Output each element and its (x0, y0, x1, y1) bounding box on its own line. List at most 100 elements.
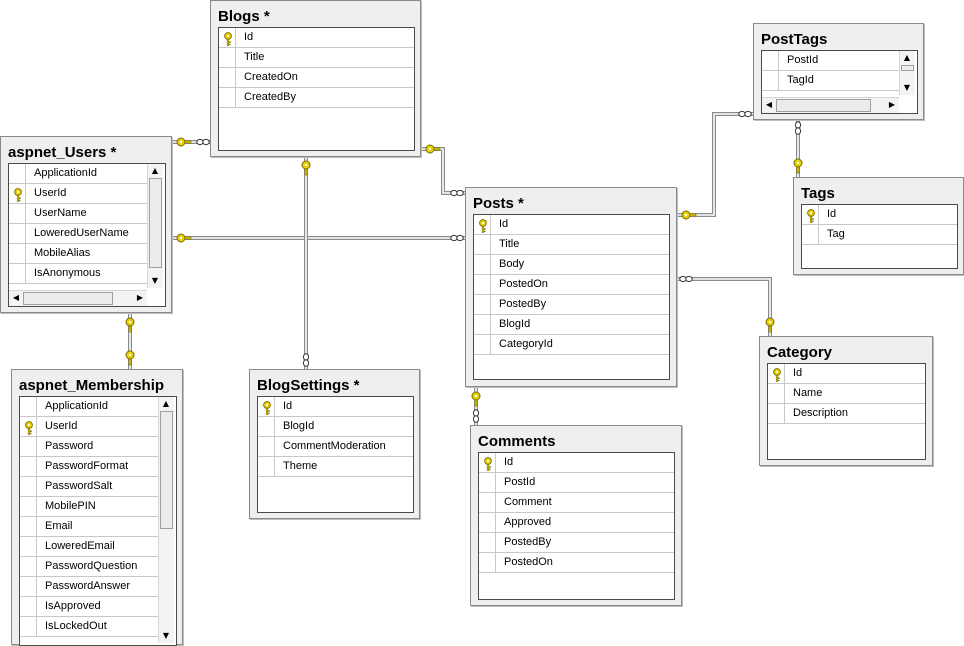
scroll-thumb[interactable] (901, 65, 914, 71)
row-selector[interactable] (762, 71, 779, 90)
column-row[interactable]: PostedOn (474, 275, 669, 295)
row-selector[interactable] (768, 404, 785, 423)
scroll-right-arrow-icon[interactable]: ▶ (888, 100, 896, 109)
row-selector[interactable] (9, 164, 26, 183)
row-selector[interactable] (20, 517, 37, 536)
column-row[interactable]: PasswordQuestion (20, 557, 160, 577)
row-selector[interactable] (9, 184, 26, 203)
column-row[interactable]: PostId (479, 473, 674, 493)
column-row[interactable]: Title (219, 48, 414, 68)
row-selector[interactable] (474, 315, 491, 334)
row-selector[interactable] (20, 617, 37, 636)
column-row[interactable]: BlogId (474, 315, 669, 335)
row-selector[interactable] (474, 235, 491, 254)
row-selector[interactable] (20, 557, 37, 576)
scroll-thumb[interactable] (23, 292, 113, 305)
column-row[interactable]: Comment (479, 493, 674, 513)
scroll-down-arrow-icon[interactable]: ▼ (162, 631, 170, 640)
column-row[interactable]: CreatedBy (219, 88, 414, 108)
column-row[interactable]: IsLockedOut (20, 617, 160, 637)
column-row[interactable]: CommentModeration (258, 437, 413, 457)
scroll-down-arrow-icon[interactable]: ▼ (151, 276, 159, 285)
row-selector[interactable] (9, 264, 26, 283)
row-selector[interactable] (474, 215, 491, 234)
row-selector[interactable] (479, 533, 496, 552)
column-row[interactable]: MobileAlias (9, 244, 149, 264)
column-row[interactable]: Id (258, 397, 413, 417)
horizontal-scrollbar[interactable]: ◀▶ (762, 97, 899, 113)
row-selector[interactable] (219, 48, 236, 67)
column-row[interactable]: LoweredEmail (20, 537, 160, 557)
column-row[interactable]: CreatedOn (219, 68, 414, 88)
relationship-line[interactable] (125, 313, 135, 369)
horizontal-scrollbar[interactable]: ◀▶ (9, 290, 147, 306)
scroll-right-arrow-icon[interactable]: ▶ (136, 293, 144, 302)
column-row[interactable]: IsApproved (20, 597, 160, 617)
column-row[interactable]: PostedBy (479, 533, 674, 553)
relationship-line[interactable] (677, 110, 753, 220)
row-selector[interactable] (802, 225, 819, 244)
scroll-left-arrow-icon[interactable]: ◀ (12, 293, 20, 302)
row-selector[interactable] (20, 477, 37, 496)
column-row[interactable]: Tag (802, 225, 957, 245)
row-selector[interactable] (768, 384, 785, 403)
column-row[interactable]: Description (768, 404, 925, 424)
relationship-line[interactable] (421, 144, 465, 197)
row-selector[interactable] (9, 204, 26, 223)
row-selector[interactable] (20, 537, 37, 556)
scroll-up-arrow-icon[interactable]: ▲ (903, 53, 911, 62)
column-row[interactable]: Id (219, 28, 414, 48)
column-row[interactable]: LoweredUserName (9, 224, 149, 244)
column-row[interactable]: BlogId (258, 417, 413, 437)
column-row[interactable]: PasswordAnswer (20, 577, 160, 597)
column-row[interactable]: Email (20, 517, 160, 537)
scroll-thumb[interactable] (776, 99, 871, 112)
column-row[interactable]: PasswordFormat (20, 457, 160, 477)
column-row[interactable]: Approved (479, 513, 674, 533)
row-selector[interactable] (479, 513, 496, 532)
column-row[interactable]: UserId (20, 417, 160, 437)
column-row[interactable]: Theme (258, 457, 413, 477)
scroll-thumb[interactable] (149, 178, 162, 268)
scroll-down-arrow-icon[interactable]: ▼ (903, 83, 911, 92)
row-selector[interactable] (20, 597, 37, 616)
row-selector[interactable] (20, 397, 37, 416)
relationship-line[interactable] (172, 233, 465, 243)
row-selector[interactable] (479, 473, 496, 492)
row-selector[interactable] (20, 497, 37, 516)
relationship-line[interactable] (301, 157, 311, 369)
row-selector[interactable] (258, 437, 275, 456)
column-row[interactable]: Body (474, 255, 669, 275)
vertical-scrollbar[interactable]: ▲▼ (899, 51, 915, 95)
row-selector[interactable] (802, 205, 819, 224)
relationship-line[interactable] (677, 275, 775, 336)
column-row[interactable]: UserId (9, 184, 149, 204)
row-selector[interactable] (474, 295, 491, 314)
column-row[interactable]: MobilePIN (20, 497, 160, 517)
scroll-up-arrow-icon[interactable]: ▲ (162, 399, 170, 408)
column-row[interactable]: CategoryId (474, 335, 669, 355)
column-row[interactable]: IsAnonymous (9, 264, 149, 284)
column-row[interactable]: Password (20, 437, 160, 457)
column-row[interactable]: ApplicationId (20, 397, 160, 417)
column-row[interactable]: Name (768, 384, 925, 404)
row-selector[interactable] (474, 335, 491, 354)
column-row[interactable]: ApplicationId (9, 164, 149, 184)
row-selector[interactable] (20, 417, 37, 436)
row-selector[interactable] (20, 457, 37, 476)
row-selector[interactable] (9, 244, 26, 263)
row-selector[interactable] (474, 255, 491, 274)
column-row[interactable]: Id (768, 364, 925, 384)
row-selector[interactable] (762, 51, 779, 70)
relationship-line[interactable] (793, 120, 803, 177)
row-selector[interactable] (219, 68, 236, 87)
column-row[interactable]: UserName (9, 204, 149, 224)
scroll-left-arrow-icon[interactable]: ◀ (765, 100, 773, 109)
